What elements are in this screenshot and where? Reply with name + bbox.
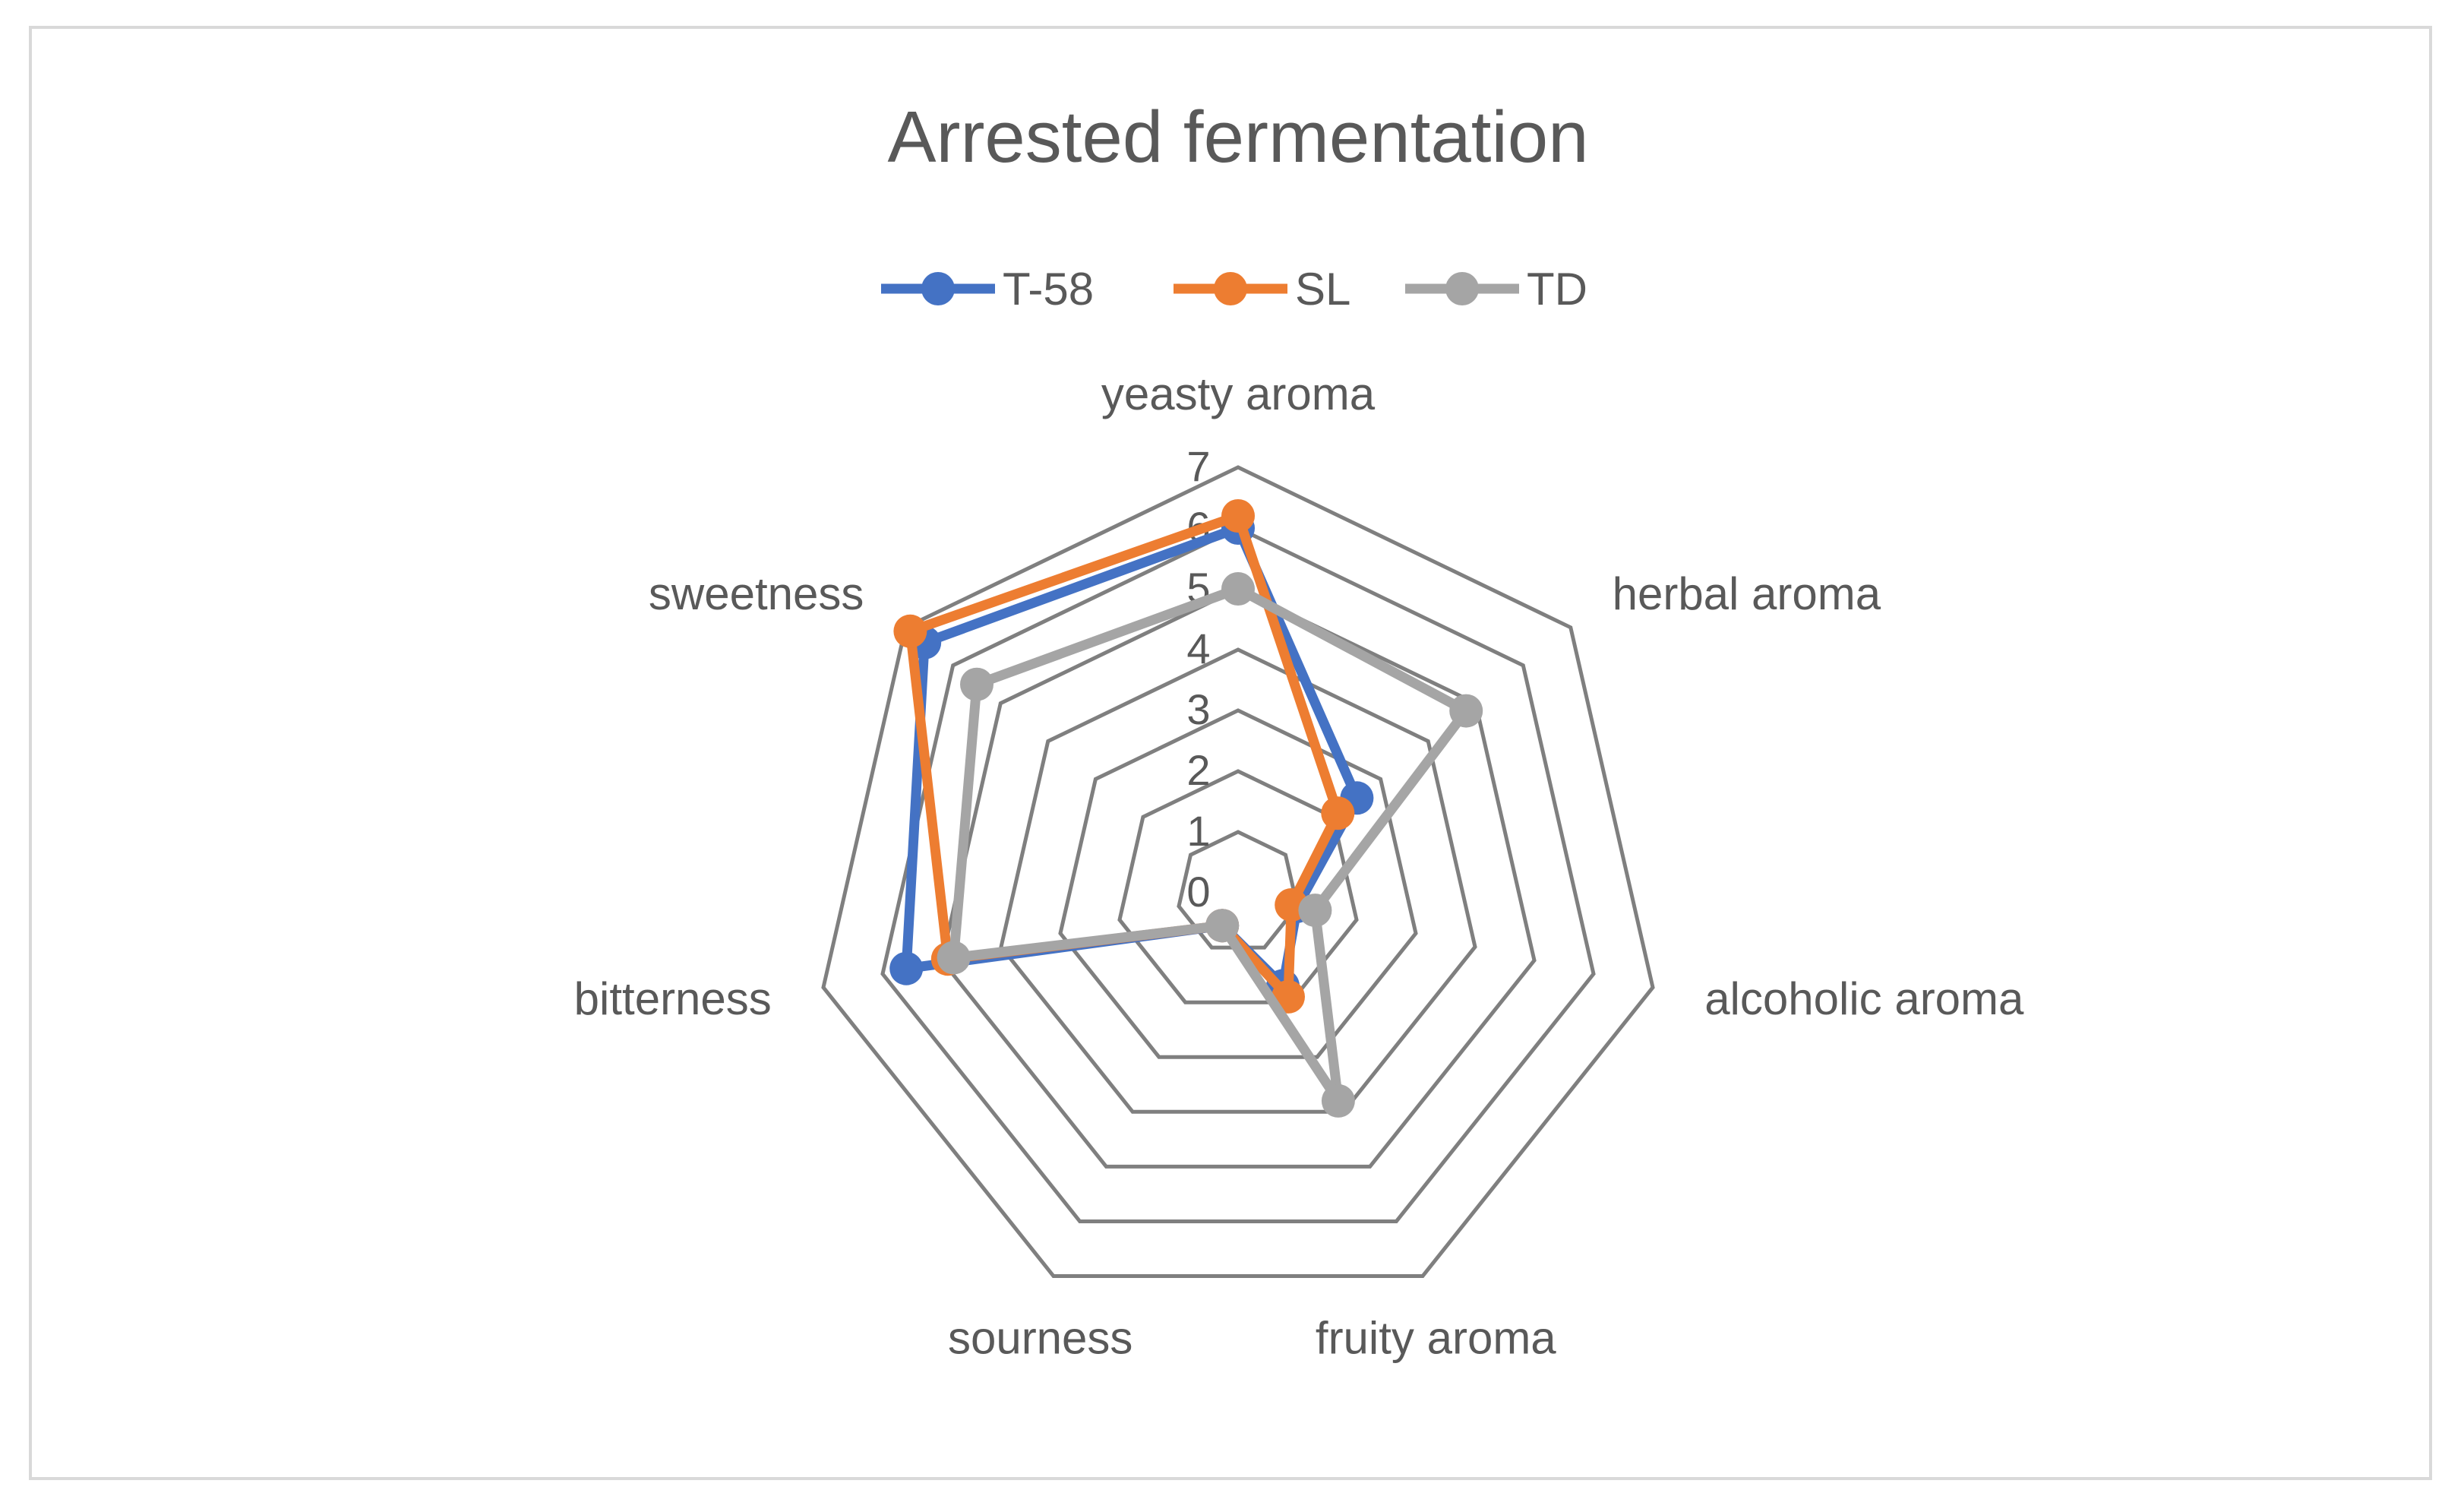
data-point-TD-0 (1221, 572, 1255, 606)
radar-grid (821, 465, 1655, 1278)
series-layer (889, 499, 1483, 1118)
legend-label-TD: TD (1527, 264, 1587, 315)
series-line-TD (949, 584, 1471, 1106)
series-TD (937, 572, 1483, 1118)
tick-label-0: 0 (1186, 868, 1210, 916)
series-line-SL (905, 511, 1343, 1002)
data-point-SL-6 (893, 614, 927, 648)
grid-ring-4 (999, 647, 1477, 1114)
data-point-TD-6 (960, 667, 993, 701)
chart-title: Arrested fermentation (887, 96, 1588, 178)
data-point-T-58-5 (889, 951, 924, 985)
tick-label-7: 7 (1186, 442, 1210, 490)
legend-marker-SL (1214, 272, 1247, 305)
data-point-TD-2 (1298, 894, 1332, 928)
axis-label-5: bitterness (574, 973, 772, 1024)
tick-label-3: 3 (1186, 685, 1210, 733)
series-T-58 (889, 511, 1374, 1003)
grid-ring-3 (1058, 708, 1418, 1059)
grid-ring-5 (940, 587, 1537, 1169)
legend-marker-T-58 (921, 272, 955, 305)
tick-label-4: 4 (1186, 625, 1210, 672)
legend-label-T-58: T-58 (1003, 264, 1094, 315)
tick-label-2: 2 (1186, 746, 1210, 794)
legend-marker-TD (1445, 272, 1479, 305)
data-point-TD-3 (1321, 1083, 1355, 1118)
legend: T-58 SL TD (881, 264, 1587, 315)
grid-ring-7 (821, 465, 1655, 1278)
data-point-SL-0 (1221, 499, 1255, 533)
axis-label-6: sweetness (649, 568, 864, 619)
axis-label-3: fruity aroma (1316, 1313, 1556, 1364)
grid-ring-6 (880, 526, 1596, 1223)
axis-label-2: alcoholic aroma (1704, 973, 2024, 1024)
chart-frame (29, 26, 2432, 1480)
data-point-TD-5 (937, 941, 971, 975)
tick-label-1: 1 (1186, 807, 1210, 855)
legend-label-SL: SL (1295, 264, 1350, 315)
data-point-SL-1 (1321, 796, 1355, 830)
axis-label-1: herbal aroma (1613, 568, 1881, 619)
data-point-TD-1 (1449, 694, 1483, 728)
axis-label-0: yeasty aroma (1101, 369, 1376, 419)
category-axis-labels: yeasty aroma herbal aroma alcoholic aroma f… (574, 369, 2024, 1364)
axis-label-4: sourness (948, 1313, 1132, 1364)
data-point-TD-4 (1205, 909, 1240, 943)
